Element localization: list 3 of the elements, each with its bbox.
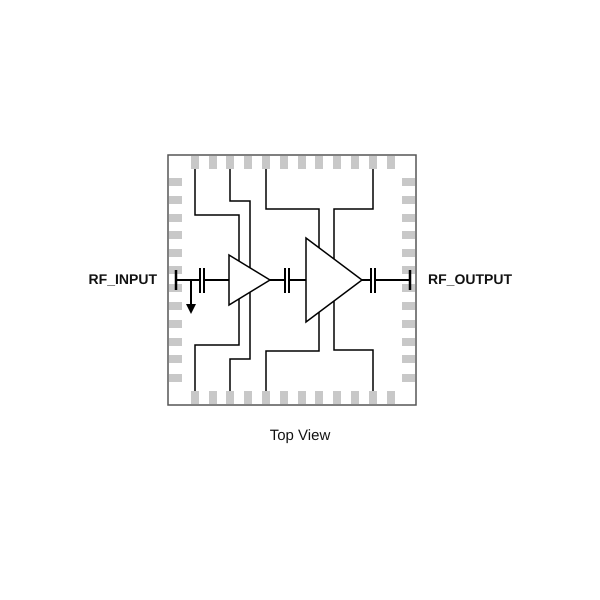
caption: Top View: [268, 427, 332, 444]
pin-label: RF_INPUT: [88, 271, 157, 287]
pin-label: RF_OUTPUT: [428, 271, 512, 287]
